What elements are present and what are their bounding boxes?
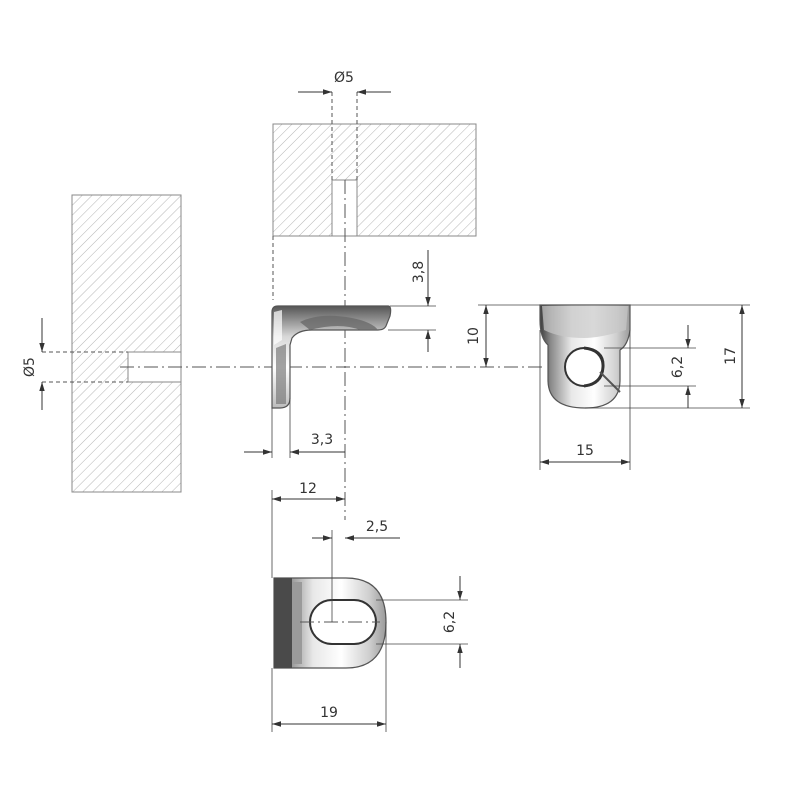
dim-offset-width-label: 3,3 — [311, 432, 333, 448]
dim-top-hole-diameter: Ø5 — [298, 70, 391, 95]
dim-top-hole-diameter-label: Ø5 — [334, 70, 354, 86]
dim-offset-width: 3,3 — [244, 398, 345, 458]
dim-flange-height: 3,8 — [388, 250, 436, 352]
bracket-side-view — [271, 305, 392, 409]
dim-front-hole-height: 6,2 — [604, 325, 696, 408]
dim-front-hole-height-label: 6,2 — [670, 356, 686, 378]
top-wood-section — [272, 92, 477, 237]
dim-total-height-label: 17 — [723, 347, 739, 365]
dim-top-width: 12 — [271, 481, 345, 578]
dim-plan-length-label: 19 — [320, 705, 338, 721]
side-wood-section — [42, 194, 182, 493]
dim-pin-offset: 2,5 — [312, 519, 400, 622]
dim-bracket-height-label: 10 — [466, 327, 482, 345]
dim-flange-height-label: 3,8 — [411, 261, 427, 283]
dim-bracket-height: 10 — [466, 304, 540, 367]
dim-front-width-label: 15 — [576, 443, 594, 459]
dim-side-hole-diameter: Ø5 — [22, 318, 45, 410]
dim-top-width-label: 12 — [299, 481, 317, 497]
dim-pin-offset-label: 2,5 — [366, 519, 388, 535]
dim-total-height: 17 — [585, 304, 750, 409]
dim-side-hole-diameter-label: Ø5 — [22, 357, 38, 377]
dim-front-width: 15 — [539, 330, 631, 470]
dim-plan-hole-height-label: 6,2 — [442, 611, 458, 633]
bracket-front-view — [539, 304, 631, 409]
dim-plan-length: 19 — [271, 622, 387, 732]
dim-plan-hole-height: 6,2 — [376, 576, 468, 668]
bracket-plan-view — [273, 577, 387, 669]
center-lines — [120, 180, 545, 520]
